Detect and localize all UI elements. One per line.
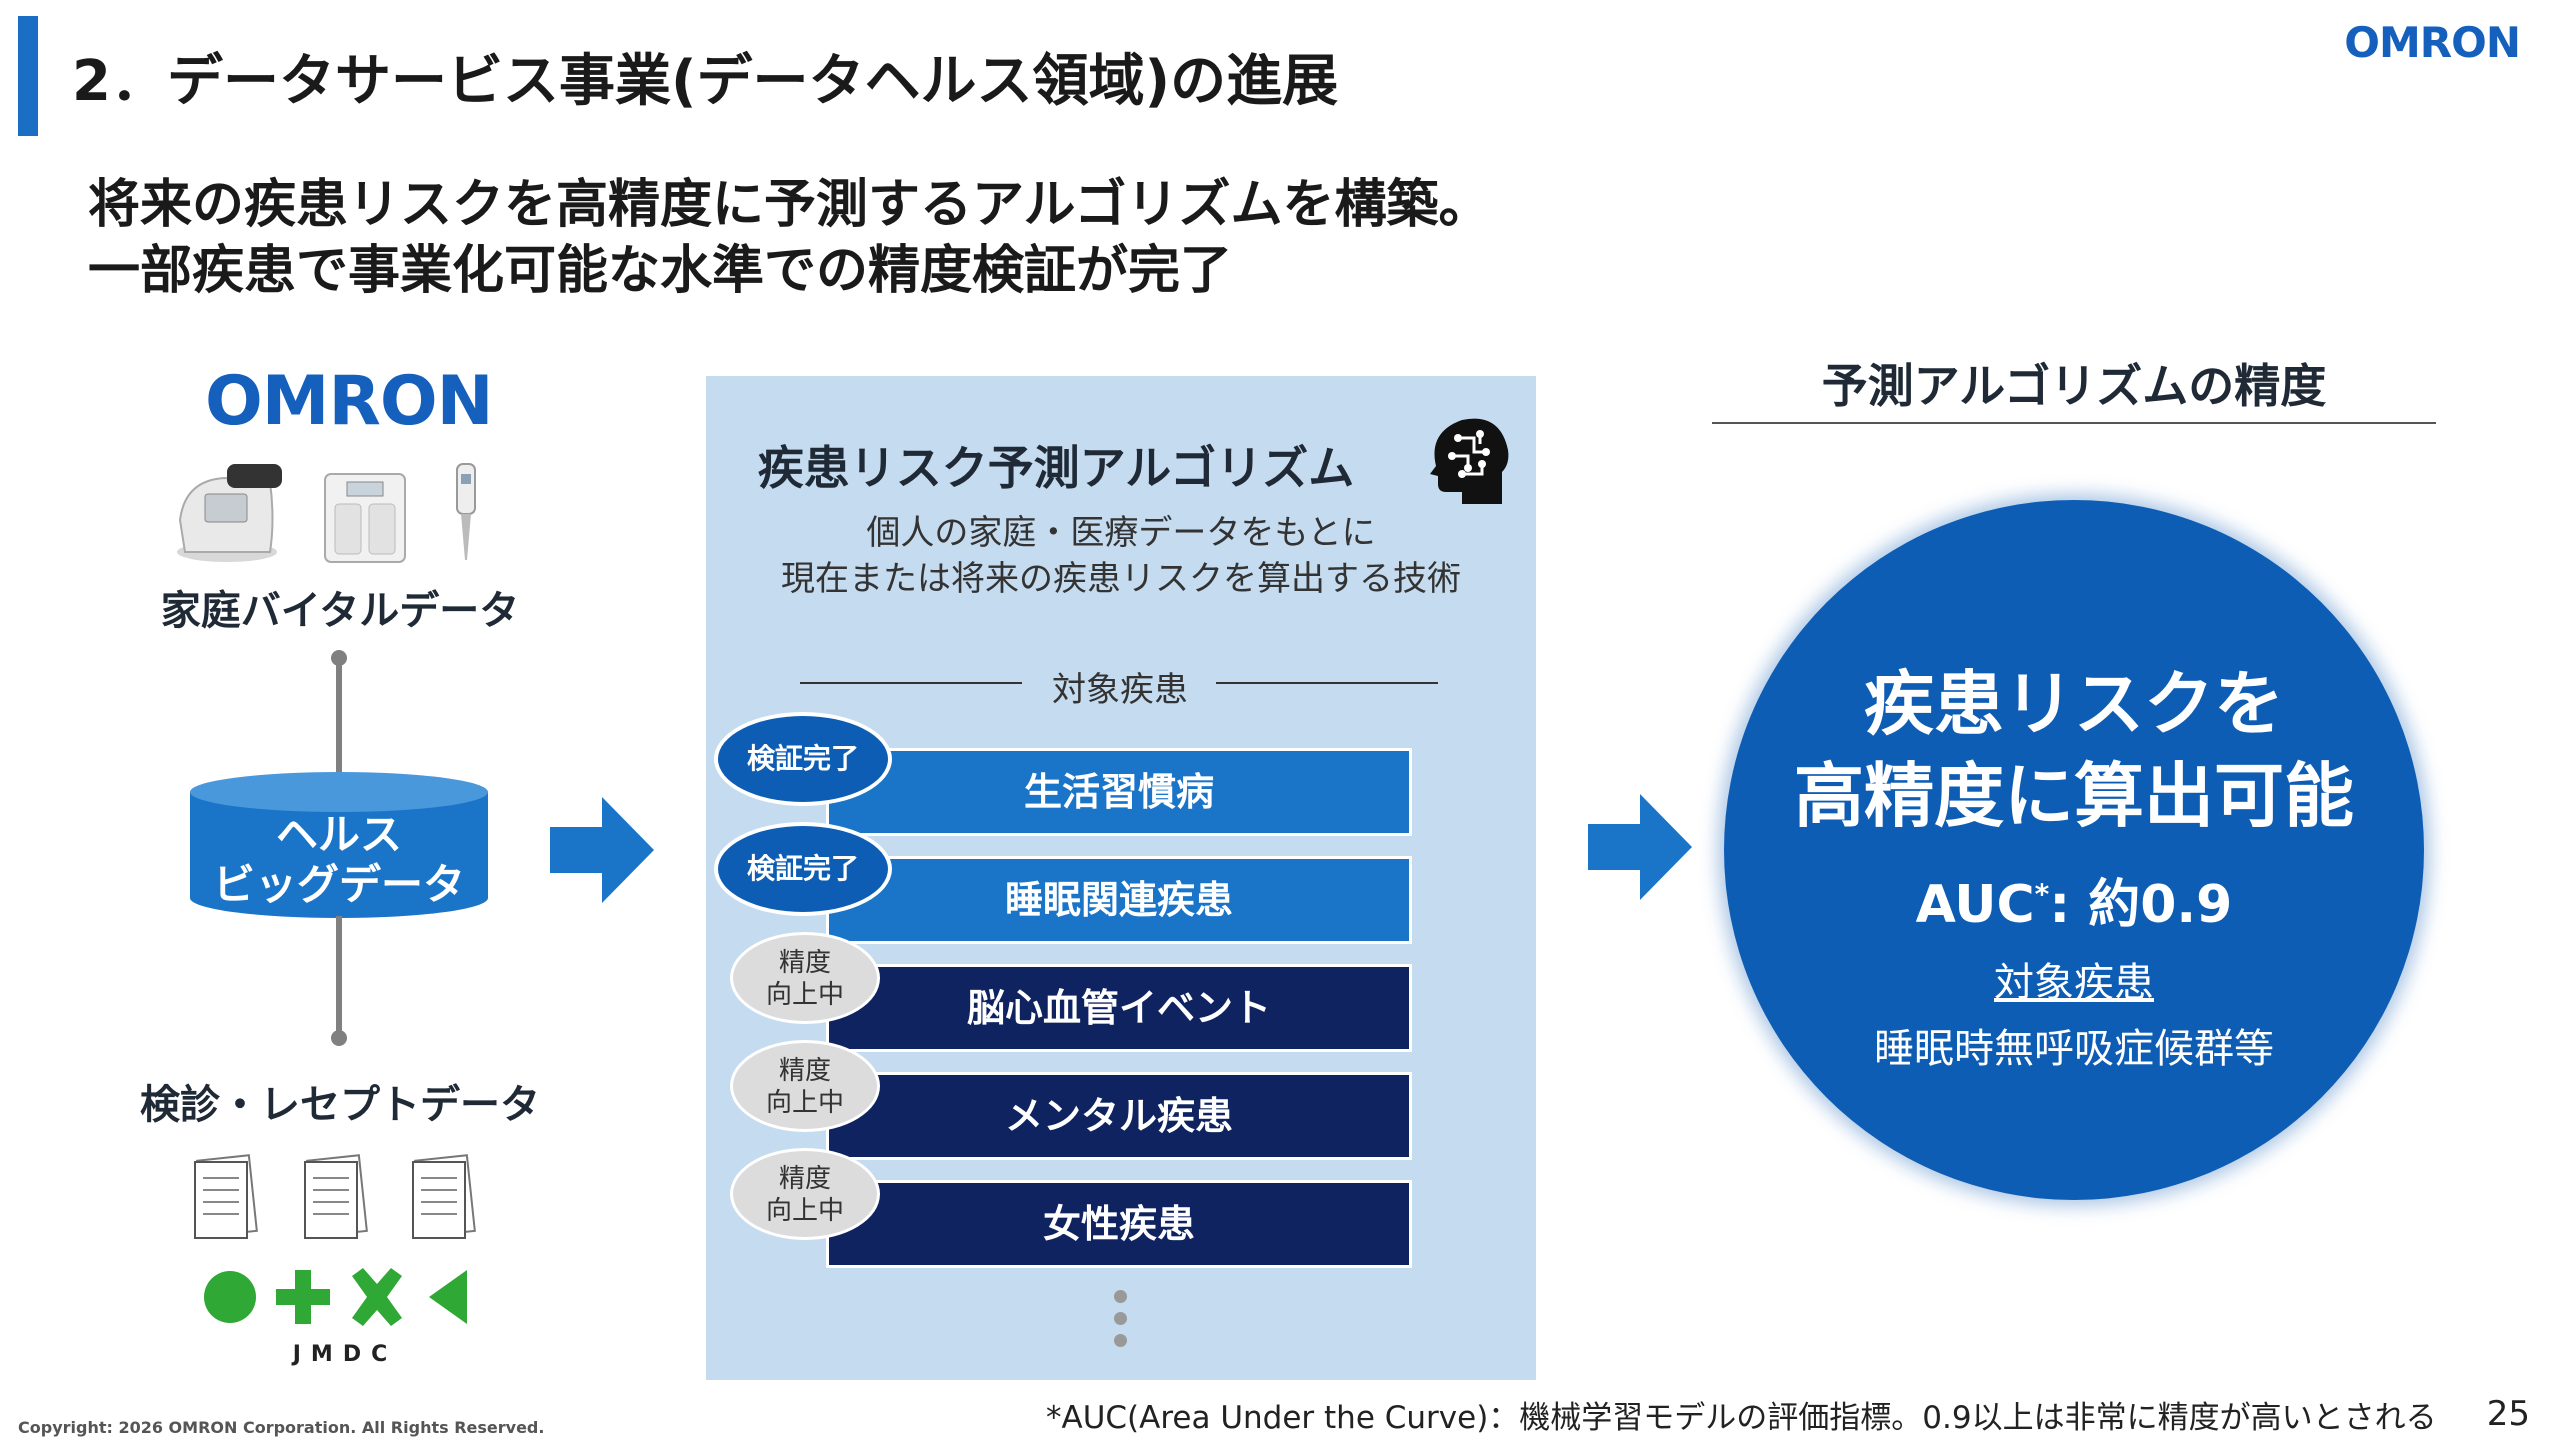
status-badge-verified: 検証完了 bbox=[714, 712, 892, 806]
accuracy-target-disease: 睡眠時無呼吸症候群等 bbox=[1874, 1026, 2274, 1072]
blood-pressure-monitor-icon bbox=[177, 464, 282, 562]
disease-womens: 女性疾患 bbox=[826, 1180, 1412, 1268]
connector-line-top bbox=[336, 658, 342, 778]
ai-brain-head-icon bbox=[1430, 418, 1509, 504]
big-data-cylinder-icon bbox=[190, 772, 488, 918]
big-data-label: ヘルス ビッグデータ bbox=[212, 810, 465, 909]
auc-value: AUC*: 約0.9 bbox=[1915, 875, 2233, 935]
document-icon bbox=[194, 1154, 258, 1239]
connector-dot-bottom bbox=[331, 1030, 347, 1046]
home-devices-icon bbox=[177, 463, 476, 563]
accuracy-title-underline bbox=[1712, 422, 2436, 424]
algorithm-title: 疾患リスク予測アルゴリズム bbox=[757, 441, 1355, 495]
target-divider-right bbox=[1216, 682, 1438, 684]
arrow-right-icon bbox=[1588, 794, 1692, 900]
document-icon bbox=[412, 1154, 476, 1239]
omron-logo-left: OMRON bbox=[205, 362, 494, 441]
target-diseases-label: 対象疾患 bbox=[1052, 670, 1188, 710]
auc-footnote: *AUC(Area Under the Curve)：機械学習モデルの評価指標。… bbox=[1046, 1400, 2437, 1436]
accuracy-title: 予測アルゴリズムの精度 bbox=[1821, 359, 2327, 413]
disease-mental: メンタル疾患 bbox=[826, 1072, 1412, 1160]
connector-line-bottom bbox=[336, 916, 342, 1036]
headline-line-1: 将来の疾患リスクを高精度に予測するアルゴリズムを構築。 bbox=[88, 175, 1491, 235]
copyright: Copyright: 2026 OMRON Corporation. All R… bbox=[18, 1418, 545, 1437]
ellipsis-dot bbox=[1114, 1334, 1127, 1347]
status-badge-improving: 精度 向上中 bbox=[730, 932, 880, 1024]
documents-icon bbox=[194, 1154, 476, 1239]
target-divider-left bbox=[800, 682, 1022, 684]
disease-lifestyle: 生活習慣病 bbox=[826, 748, 1412, 836]
jmdc-logo-icon bbox=[204, 1268, 467, 1326]
home-vital-label: 家庭バイタルデータ bbox=[160, 588, 520, 634]
disease-sleep: 睡眠関連疾患 bbox=[826, 856, 1412, 944]
ellipsis-dot bbox=[1114, 1312, 1127, 1325]
exam-receipt-label: 検診・レセプトデータ bbox=[140, 1082, 540, 1128]
headline: 将来の疾患リスクを高精度に予測するアルゴリズムを構築。 一部疾患で事業化可能な水… bbox=[88, 172, 1490, 304]
headline-line-2: 一部疾患で事業化可能な水準での精度検証が完了 bbox=[88, 241, 1233, 301]
disease-cerebro-cardio: 脳心血管イベント bbox=[826, 964, 1412, 1052]
status-badge-improving: 精度 向上中 bbox=[730, 1148, 880, 1240]
accuracy-main-message: 疾患リスクを 高精度に算出可能 bbox=[1794, 663, 2354, 837]
accuracy-target-label: 対象疾患 bbox=[1994, 960, 2154, 1006]
algorithm-description: 個人の家庭・医療データをもとに 現在または将来の疾患リスクを算出する技術 bbox=[781, 513, 1461, 599]
document-icon bbox=[304, 1154, 368, 1239]
ellipsis-dot bbox=[1114, 1290, 1127, 1303]
status-badge-verified: 検証完了 bbox=[714, 822, 892, 916]
page-number: 25 bbox=[2486, 1394, 2530, 1434]
title-accent-bar bbox=[18, 16, 38, 136]
accuracy-circle bbox=[1724, 500, 2424, 1200]
jmdc-label: JMDC bbox=[292, 1342, 398, 1367]
arrow-right-icon bbox=[550, 797, 654, 903]
status-badge-improving: 精度 向上中 bbox=[730, 1040, 880, 1132]
thermometer-icon bbox=[456, 463, 476, 560]
body-scale-icon bbox=[324, 473, 406, 563]
page-title: 2．データサービス事業(データヘルス領域)の進展 bbox=[72, 49, 1339, 114]
omron-logo: OMRON bbox=[2344, 18, 2521, 67]
